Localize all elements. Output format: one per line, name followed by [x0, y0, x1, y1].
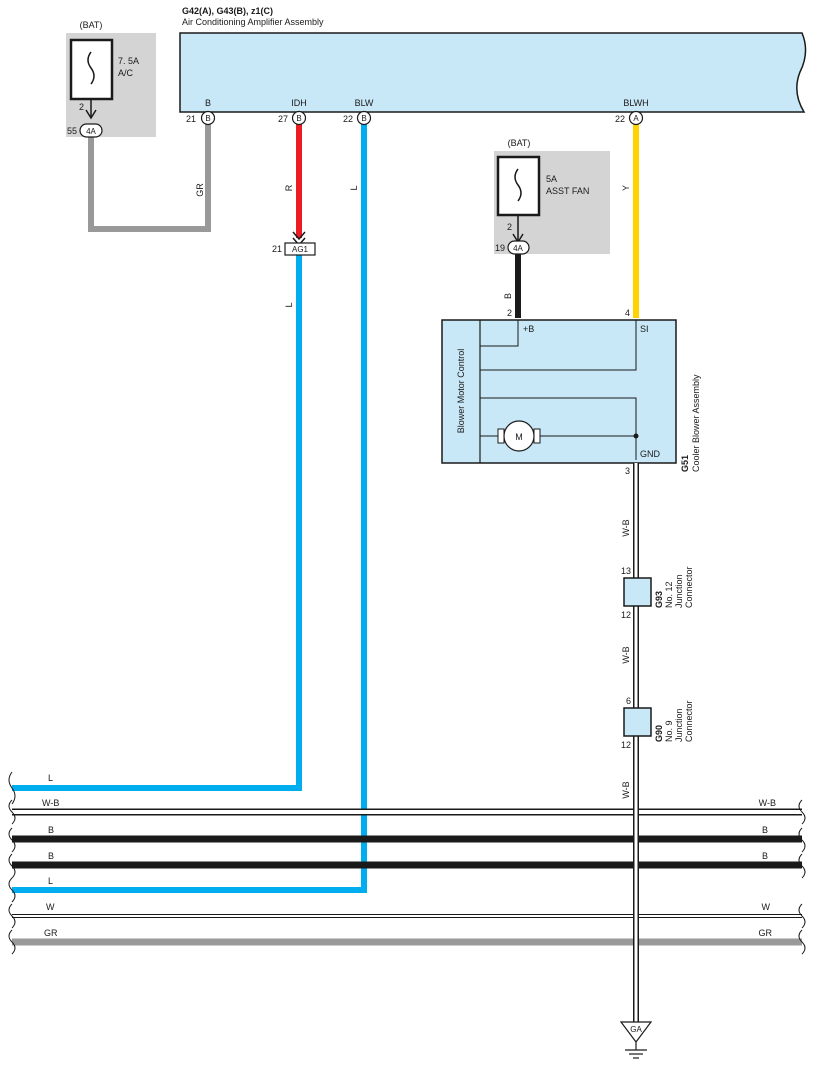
wire-label-wb1: W-B — [621, 519, 631, 536]
wire-label-b-fan: B — [503, 293, 513, 299]
svg-text:B: B — [361, 114, 366, 123]
svg-text:+B: +B — [523, 324, 534, 334]
svg-text:6: 6 — [626, 696, 631, 706]
terminal-27-b: 27 B — [278, 110, 307, 126]
bus-label-w-left: W — [46, 902, 55, 912]
svg-text:27: 27 — [278, 114, 288, 124]
junction-connector-g90: 6 12 G90 No. 9 Junction Connector — [621, 696, 694, 750]
svg-text:22: 22 — [615, 114, 625, 124]
bus-label-b1-right: B — [762, 825, 768, 835]
svg-text:2: 2 — [79, 102, 84, 112]
svg-text:21: 21 — [186, 114, 196, 124]
break-marks-left — [8, 771, 16, 955]
svg-text:No. 9: No. 9 — [664, 720, 674, 742]
svg-text:A/C: A/C — [118, 68, 134, 78]
ground-symbol-icon: GA — [619, 1021, 653, 1059]
wire-label-y: Y — [621, 185, 631, 191]
svg-text:12: 12 — [621, 610, 631, 620]
svg-text:No. 12: No. 12 — [664, 581, 674, 608]
terminal-22-a: 22 A — [615, 110, 644, 126]
bus-label-l-1: L — [48, 773, 53, 783]
bus-label-gr-right: GR — [759, 928, 773, 938]
bus-label-gr-left: GR — [44, 928, 58, 938]
wire-l-ag1 — [12, 255, 302, 791]
junction-connector-g93: 13 12 G93 No. 12 Junction Connector — [621, 566, 694, 620]
wire-label-l-blw: L — [349, 185, 359, 190]
svg-text:GND: GND — [640, 449, 661, 459]
wire-l-blw — [12, 124, 367, 893]
svg-text:21: 21 — [272, 244, 282, 254]
svg-text:12: 12 — [621, 740, 631, 750]
svg-text:AG1: AG1 — [292, 245, 309, 254]
amplifier-name: Air Conditioning Amplifier Assembly — [182, 17, 324, 27]
break-marks-right — [798, 799, 806, 955]
svg-text:Connector: Connector — [684, 700, 694, 742]
wire-label-wb3: W-B — [621, 781, 631, 798]
wire-label-l-ag1: L — [284, 302, 294, 307]
fuse-ac: (BAT) 2 7. 5A A/C 55 4A — [66, 20, 156, 138]
amplifier-connectors-label: G42(A), G43(B), z1(C) — [182, 6, 273, 16]
svg-text:A: A — [633, 114, 639, 123]
svg-text:Connector: Connector — [684, 566, 694, 608]
fuse-asst-fan: (BAT) 2 5A ASST FAN 19 4A — [494, 138, 610, 255]
svg-text:M: M — [515, 432, 523, 442]
svg-text:22: 22 — [343, 114, 353, 124]
svg-text:Junction: Junction — [674, 708, 684, 742]
amplifier-box — [179, 32, 807, 113]
svg-text:ASST FAN: ASST FAN — [546, 186, 589, 196]
terminal-signal-blwh: BLWH — [623, 98, 648, 108]
svg-text:5A: 5A — [546, 174, 557, 184]
svg-text:7. 5A: 7. 5A — [118, 56, 139, 66]
terminal-21-b: 21 B — [186, 110, 216, 126]
bus-label-w-right: W — [762, 902, 771, 912]
svg-text:B: B — [205, 114, 210, 123]
bus-label-b2-right: B — [762, 851, 768, 861]
svg-text:2: 2 — [507, 308, 512, 318]
bus-label-wb-left: W-B — [42, 798, 59, 808]
svg-text:(BAT): (BAT) — [80, 20, 103, 30]
blower-control-label: Blower Motor Control — [456, 349, 466, 434]
svg-text:2: 2 — [507, 222, 512, 232]
bus-label-l-2: L — [48, 876, 53, 886]
svg-text:Junction: Junction — [674, 574, 684, 608]
svg-text:G93: G93 — [654, 591, 664, 608]
wire-label-wb2: W-B — [621, 646, 631, 663]
bus-label-b2-left: B — [48, 851, 54, 861]
svg-text:4: 4 — [625, 308, 630, 318]
bus-label-wb-right: W-B — [759, 798, 776, 808]
svg-text:B: B — [296, 114, 301, 123]
svg-text:55: 55 — [67, 126, 77, 136]
blower-assembly: Blower Motor Control M 2 +B 4 SI GND 3 G… — [441, 308, 701, 476]
wire-label-r: R — [284, 184, 294, 191]
wire-label-gr: GR — [195, 183, 205, 197]
motor-icon: M — [497, 420, 541, 452]
blower-name: Cooler Blower Assembly — [691, 374, 701, 472]
bus-label-b1-left: B — [48, 825, 54, 835]
svg-text:13: 13 — [621, 566, 631, 576]
svg-text:4A: 4A — [513, 244, 523, 253]
svg-text:19: 19 — [495, 243, 505, 253]
terminal-signal-idh: IDH — [291, 98, 307, 108]
blower-connector: G51 — [680, 455, 690, 472]
terminal-signal-blw: BLW — [355, 98, 374, 108]
terminal-22-b: 22 B — [343, 110, 372, 126]
wire-gr — [88, 124, 211, 232]
svg-text:(BAT): (BAT) — [508, 138, 531, 148]
svg-text:GA: GA — [630, 1025, 642, 1034]
terminal-signal-b: B — [205, 98, 211, 108]
svg-text:4A: 4A — [86, 127, 96, 136]
svg-text:3: 3 — [625, 466, 630, 476]
svg-text:SI: SI — [640, 324, 649, 334]
svg-text:G90: G90 — [654, 725, 664, 742]
connector-ag1: AG1 21 — [272, 231, 316, 256]
